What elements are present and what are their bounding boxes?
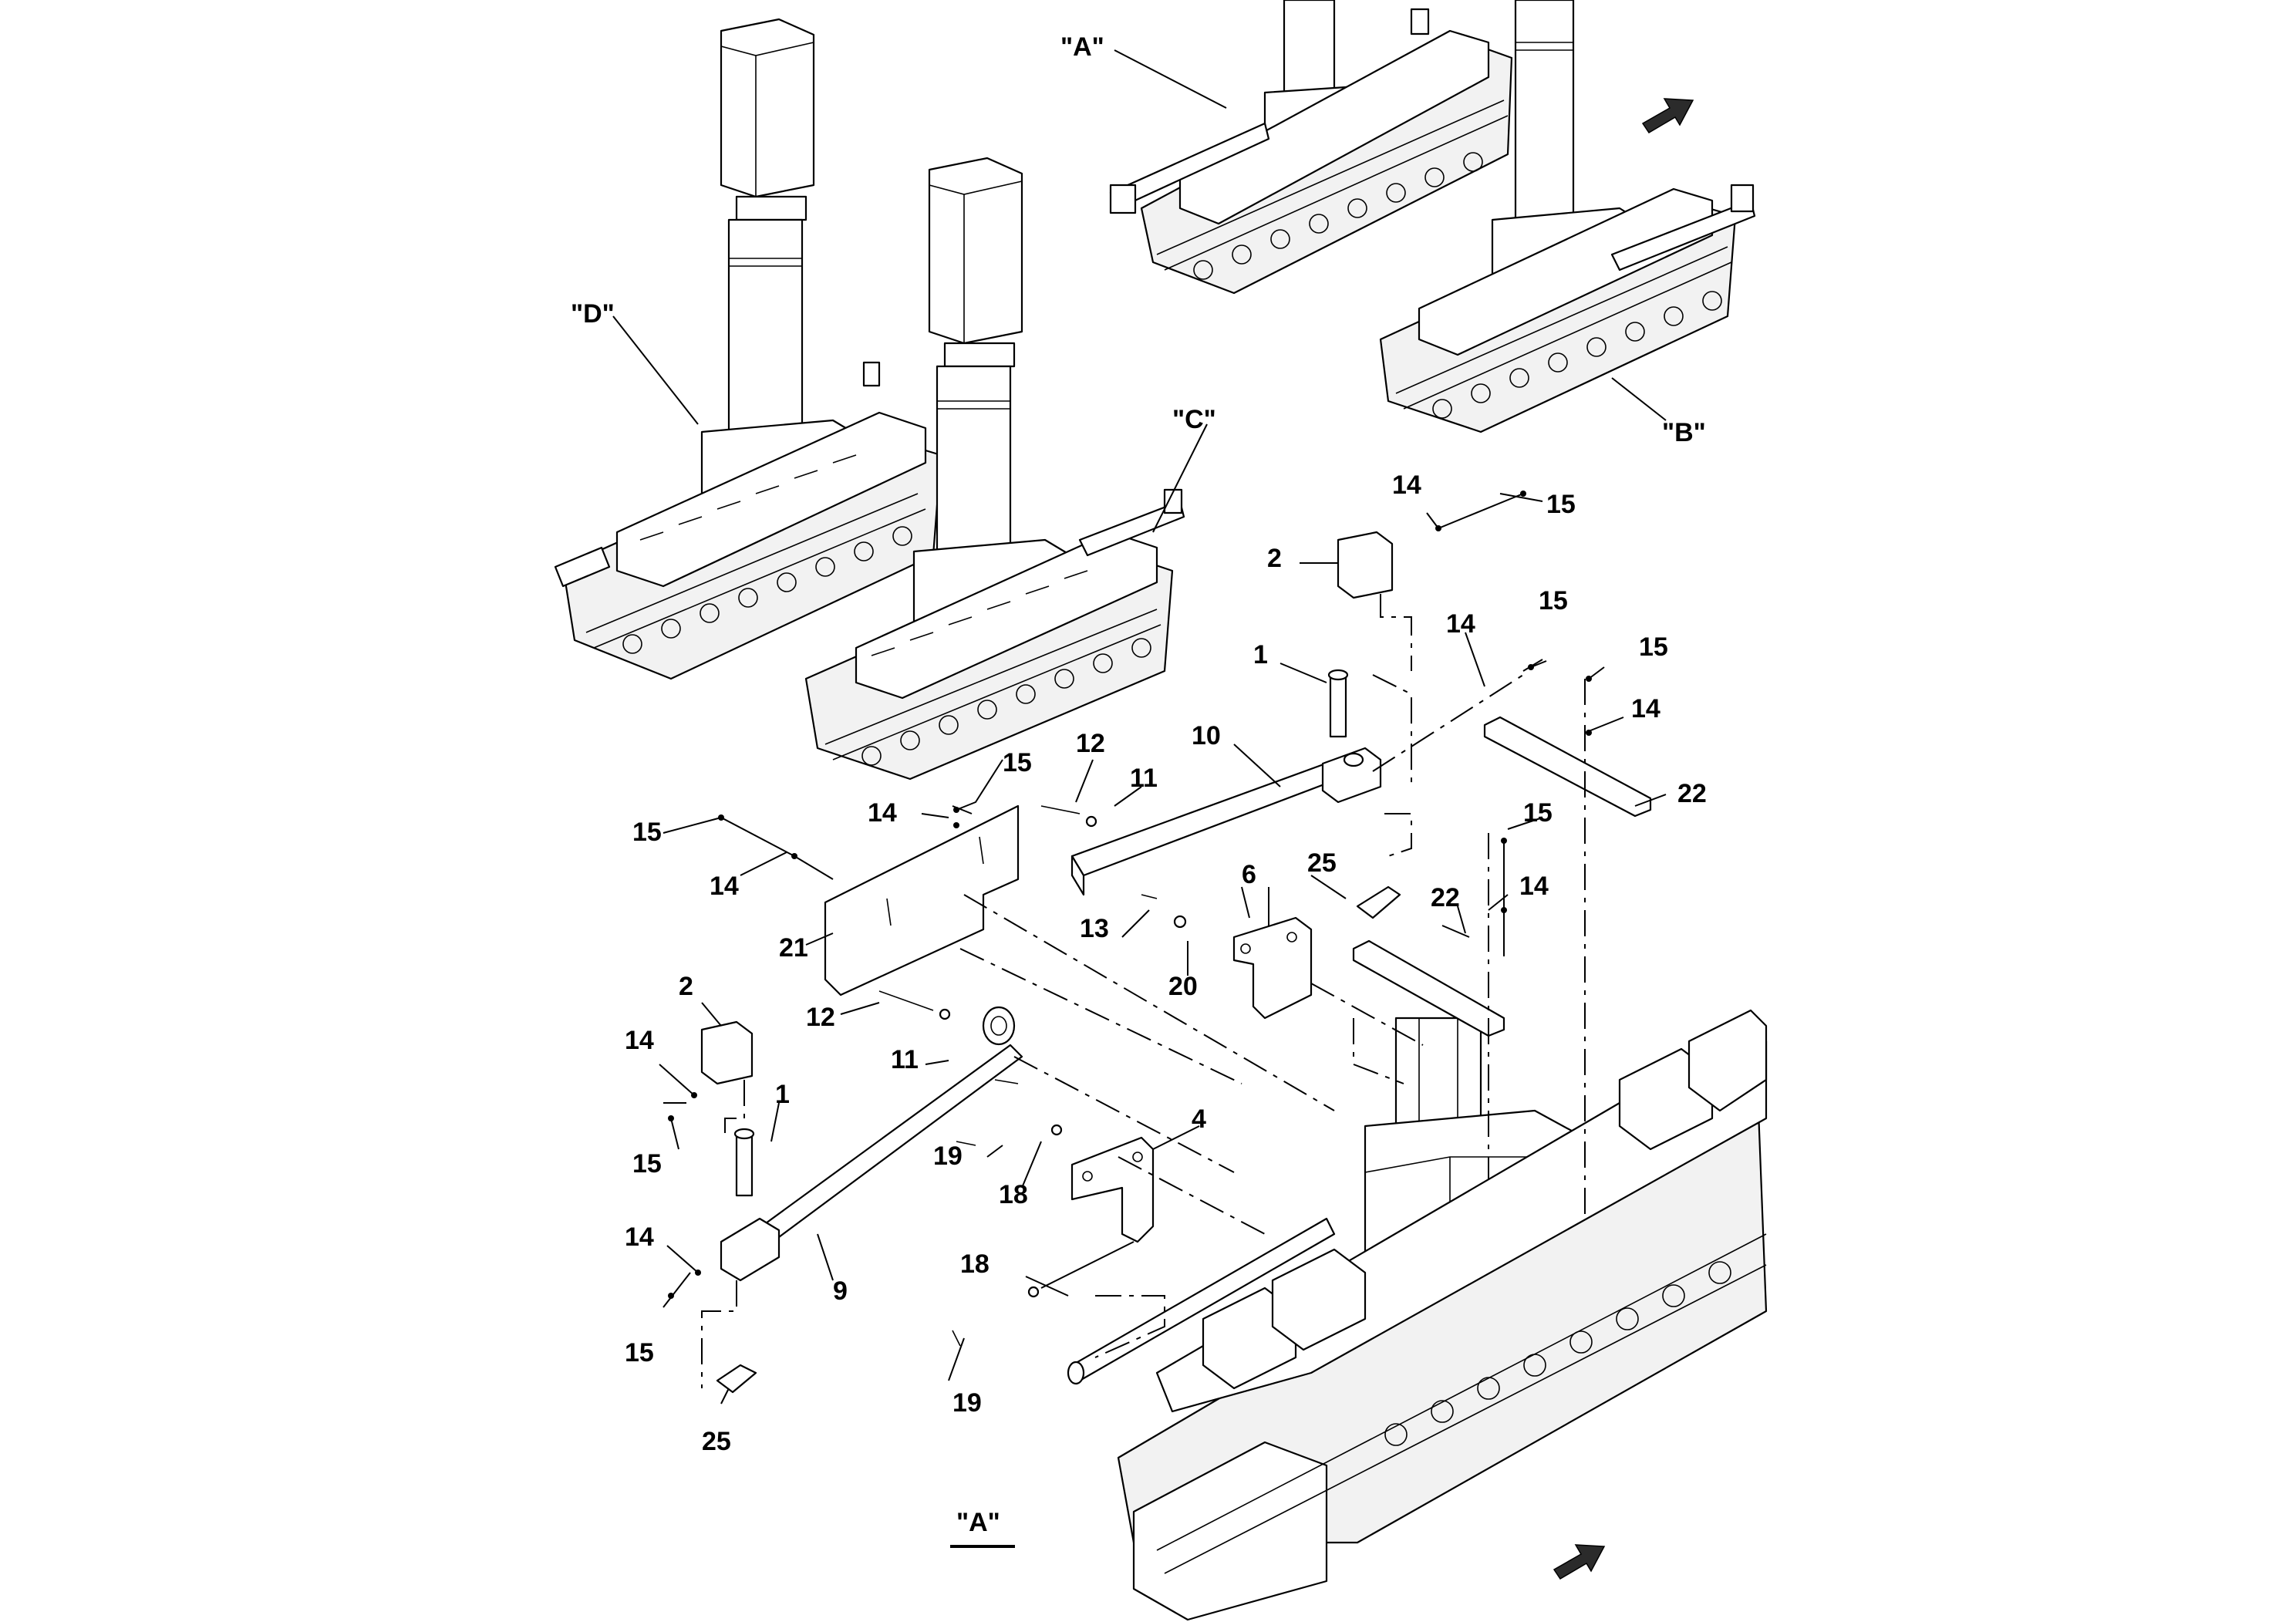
clip-25-lower [716,1364,757,1394]
crawler-assembly-a [1109,0,1513,295]
callout: 14 [625,1026,654,1055]
callout: 14 [1631,694,1660,723]
crawler-assembly-main [1067,1009,1768,1621]
arm-9 [720,1006,1023,1282]
cap-2-lower [700,1020,754,1085]
callout: 11 [1130,764,1158,793]
pin-1-lower [733,1128,755,1197]
crawler-assembly-b [1379,0,1756,433]
view-labels: "A" "B" "C" "D" "A" [571,32,1706,1548]
callout: 2 [1267,544,1282,573]
bracket-6 [1232,916,1313,1020]
callout: 14 [710,872,739,901]
view-label-d: "D" [571,299,615,329]
callout: 6 [1242,860,1256,889]
clip-25-upper [1356,885,1401,919]
callout: 21 [779,933,808,963]
callout: 12 [1076,729,1105,758]
callout: 1 [775,1080,790,1109]
callout-numbers: 1 1 2 2 4 6 9 10 11 11 12 12 13 14 14 14… [625,470,1707,1456]
callout: 14 [1392,470,1421,500]
detail-title: "A" [956,1508,1000,1537]
callout: 9 [833,1276,848,1306]
callout: 14 [625,1222,654,1252]
view-label-a: "A" [1060,32,1104,62]
callout: 13 [1080,914,1109,943]
cap-2-upper [1337,531,1394,599]
rail-22-upper [1483,716,1652,818]
callout: 18 [960,1249,990,1279]
callout: 15 [1523,798,1553,828]
view-label-c: "C" [1172,405,1216,434]
callout: 19 [933,1141,963,1171]
callout: 15 [632,818,662,847]
callout: 2 [679,972,693,1001]
callout: 14 [1446,609,1475,639]
rail-22-lower [1352,939,1505,1037]
callout: 11 [891,1045,919,1074]
arm-10 [1070,747,1382,896]
callout: 15 [1539,586,1568,615]
direction-arrow-icon [1553,1544,1606,1580]
callout: 15 [632,1149,662,1179]
callout: 12 [806,1003,835,1032]
crawler-assembly-c [804,157,1185,781]
callout: 15 [1546,490,1576,519]
callout: 4 [1192,1104,1206,1134]
callout: 25 [1307,848,1337,878]
callout: 22 [1431,883,1460,912]
callout: 15 [625,1338,654,1367]
view-label-b: "B" [1662,418,1706,447]
callout: 22 [1677,779,1707,808]
alignment-lines [701,594,1586,1388]
callout: 14 [1519,872,1549,901]
direction-arrow-icon [1641,98,1694,134]
callout: 14 [868,798,897,828]
fasteners [878,805,1187,1347]
callout: 10 [1192,721,1221,750]
pin-1-upper [1327,669,1349,738]
callout: 25 [702,1427,731,1456]
callout: 19 [952,1388,982,1418]
callout: 15 [1003,748,1032,777]
crawler-assembly-d [554,18,942,680]
callout: 1 [1253,640,1268,669]
plate-21 [824,804,1020,996]
leader-dots [668,491,1592,1299]
callout: 20 [1168,972,1198,1001]
callout: 15 [1639,632,1668,662]
callout: 18 [999,1180,1028,1209]
leader-lines [612,49,1667,1404]
